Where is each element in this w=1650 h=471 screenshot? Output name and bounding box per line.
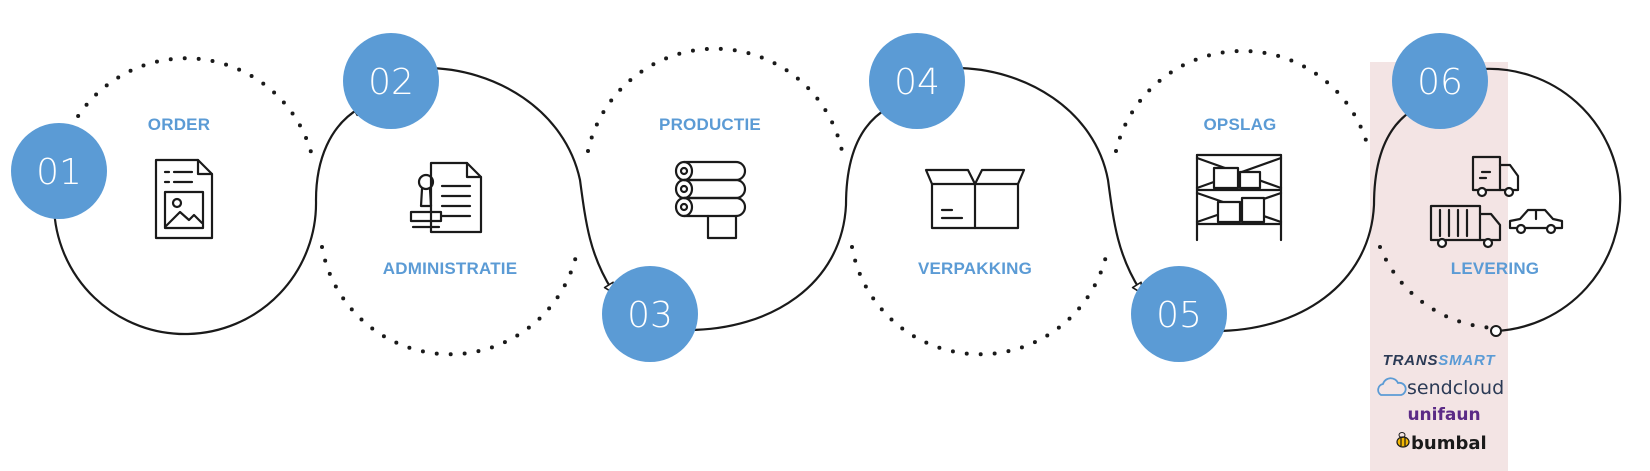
step-04-number: 04 <box>894 62 940 103</box>
step-02-badge: 02 <box>343 33 439 129</box>
step-01-number: 01 <box>36 152 82 193</box>
logo-transsmart-part-b: SMART <box>1438 352 1496 369</box>
logo-bumbal: bumbal <box>1411 433 1487 454</box>
logo-unifaun: unifaun <box>1407 405 1480 425</box>
logo-transsmart: TRANSSMART <box>1383 352 1497 369</box>
step-05-number: 05 <box>1156 295 1202 336</box>
step-03-label: PRODUCTIE <box>659 115 761 134</box>
logo-transsmart-part-a: TRANS <box>1383 352 1439 369</box>
dotted-arc-verpakking-bottom <box>850 245 1110 357</box>
step-02-label: ADMINISTRATIE <box>383 259 518 278</box>
connector-arc-01-02 <box>52 105 365 336</box>
step-05-label: OPSLAG <box>1204 115 1277 134</box>
step-05-badge: 05 <box>1131 266 1227 362</box>
connector-endpoint <box>1490 325 1502 337</box>
connector-arc-06-end <box>1481 67 1622 333</box>
paper-rolls-icon <box>674 160 747 240</box>
step-06-badge: 06 <box>1392 33 1488 129</box>
dotted-arc-administratie-bottom <box>320 245 580 357</box>
step-02-number: 02 <box>368 62 414 103</box>
cloud-icon <box>1377 377 1407 396</box>
dotted-arc-order-top <box>69 56 313 154</box>
connector-arc-02-03 <box>425 66 615 295</box>
step-06-label: LEVERING <box>1451 259 1540 278</box>
step-03-number: 03 <box>627 295 673 336</box>
stamp-document-icon <box>409 161 483 234</box>
step-01-label: ORDER <box>148 115 210 134</box>
bee-icon <box>1396 432 1410 448</box>
dotted-arc-opslag-top <box>1114 49 1371 153</box>
step-06-number: 06 <box>1417 62 1463 103</box>
connector-arc-03-04 <box>687 105 893 332</box>
connector-arc-05-06 <box>1215 105 1421 333</box>
open-box-icon <box>924 168 1026 230</box>
dotted-arc-productie-top <box>586 46 844 153</box>
partner-logos: TRANSSMART sendcloud unifaun bumbal <box>1377 352 1504 454</box>
step-04-label: VERPAKKING <box>918 259 1032 278</box>
delivery-vehicles-icon <box>1429 155 1564 249</box>
step-04-badge: 04 <box>869 33 965 129</box>
warehouse-shelf-icon <box>1195 153 1283 242</box>
connector-arc-04-05 <box>954 66 1143 295</box>
document-image-icon <box>154 158 214 240</box>
step-01-badge: 01 <box>11 123 107 219</box>
step-03-badge: 03 <box>602 266 698 362</box>
logo-sendcloud: sendcloud <box>1407 377 1504 399</box>
